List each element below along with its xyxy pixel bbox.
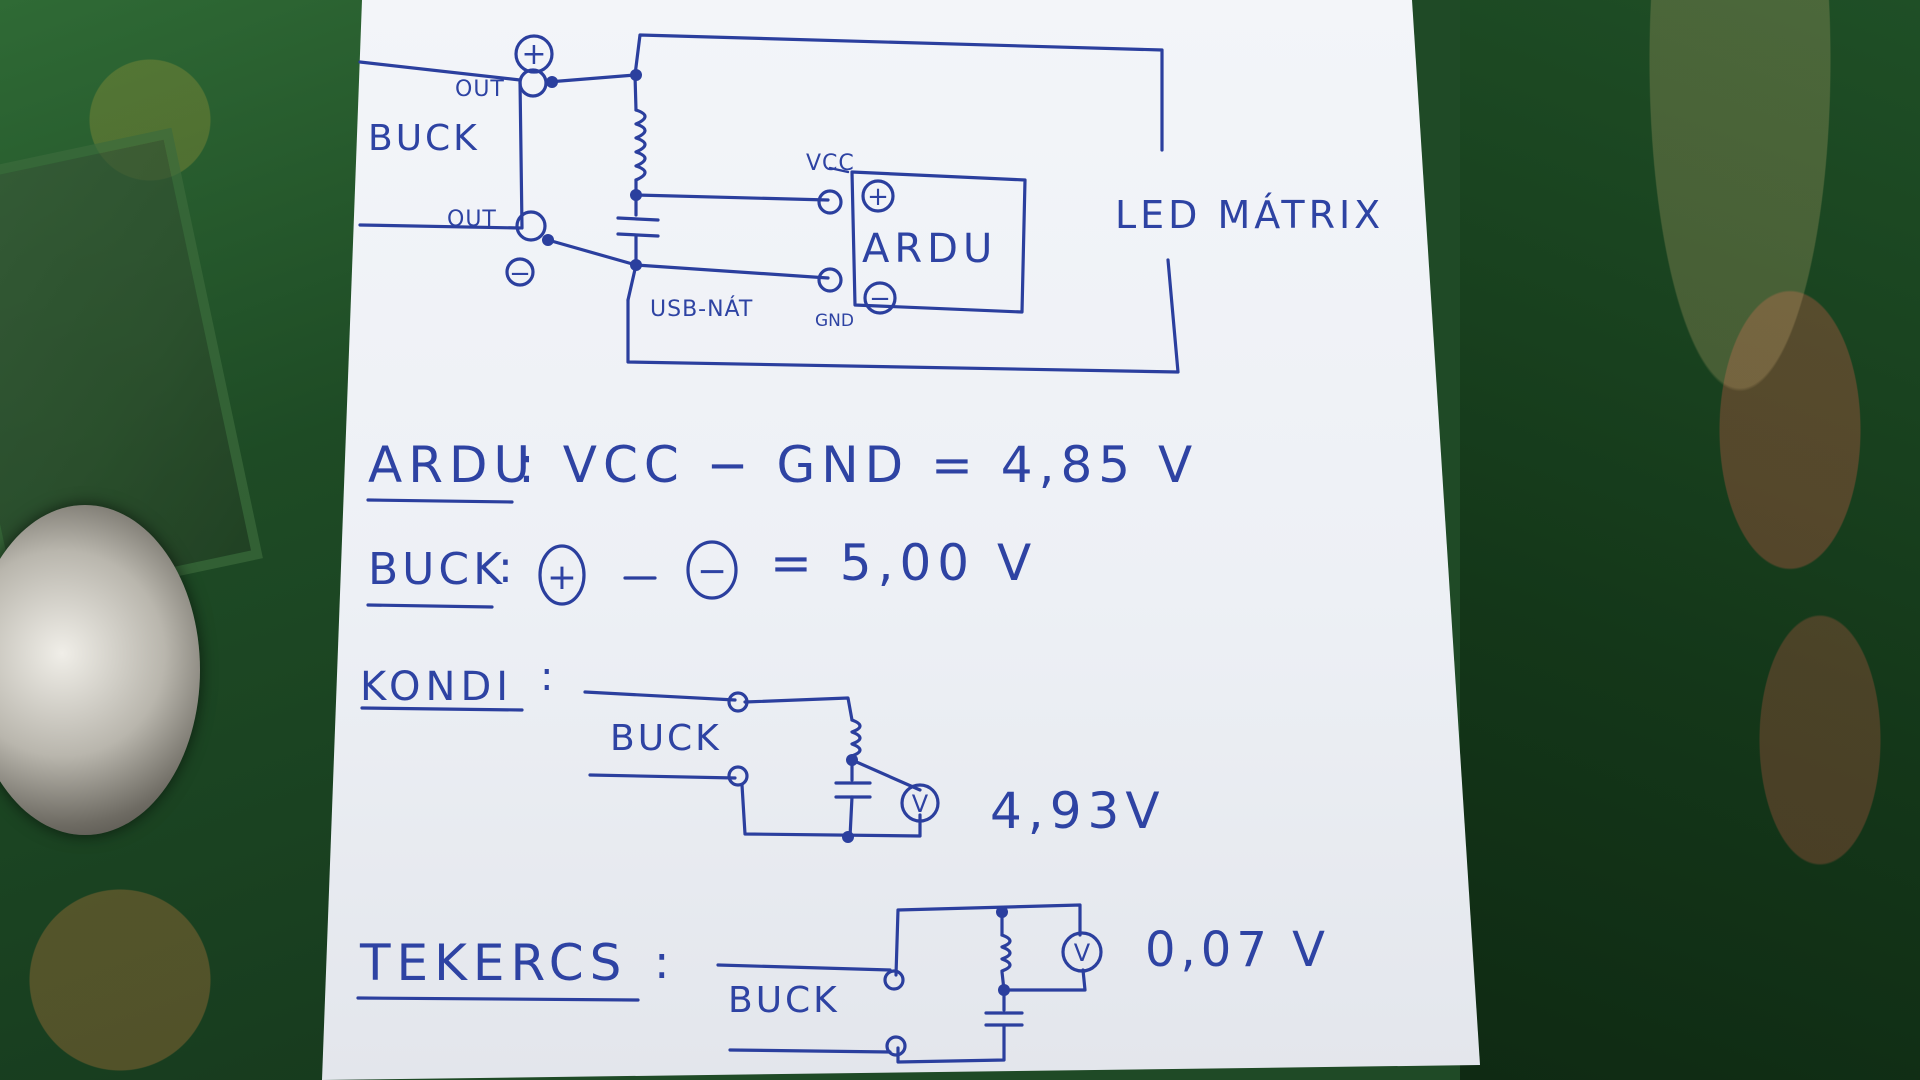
- plus-icon: [514, 34, 554, 74]
- vcc-label: VCC: [806, 151, 855, 176]
- plus-sign: +: [521, 37, 546, 72]
- buck-measure-colon: :: [498, 542, 513, 593]
- buck-plus-icon: [538, 544, 586, 606]
- tekercs-meter-label: V: [1074, 939, 1091, 967]
- ardu-plus-icon: [861, 179, 895, 213]
- ardu-measure-label: ARDU: [368, 436, 536, 494]
- buck-measure-label: BUCK: [368, 544, 506, 595]
- buck-measure-expr: = 5,00 V: [770, 534, 1037, 592]
- buck-plus-sign: +: [547, 557, 577, 598]
- out-plus-terminal: [518, 68, 548, 98]
- out-minus-terminal: [515, 210, 547, 242]
- gnd-label: GND: [815, 311, 854, 331]
- tekercs-circuit: [716, 903, 1103, 1064]
- minus-sign: −: [509, 259, 531, 289]
- ardu-label: ARDU: [862, 226, 997, 272]
- buck-minus-icon: [686, 540, 738, 600]
- tekercs-label: TEKERCS: [359, 934, 627, 992]
- tekercs-colon: :: [654, 935, 670, 989]
- buck-label: BUCK: [368, 118, 480, 159]
- kondi-circuit: [583, 690, 940, 839]
- voltmeter-icon: [900, 783, 940, 823]
- table-background-right: [1460, 0, 1920, 1080]
- kondi-meter-label: V: [912, 790, 929, 818]
- tekercs-reading: 0,07 V: [1145, 922, 1330, 978]
- ardu-minus-sign: −: [869, 284, 891, 314]
- usb-label: USB-NÁT: [650, 296, 753, 322]
- ardu-measure-expr: : VCC − GND = 4,85 V: [518, 436, 1198, 494]
- top-circuit-wiring: [358, 33, 1180, 374]
- kondi-colon: :: [540, 654, 553, 700]
- kondi-reading: 4,93V: [990, 782, 1166, 840]
- ardu-gnd-terminal: [817, 267, 843, 293]
- ardu-plus-sign: +: [867, 182, 889, 212]
- buck-minus-sign: −: [697, 551, 727, 592]
- tekercs-buck-label: BUCK: [728, 980, 840, 1021]
- ardu-vcc-terminal: [817, 189, 843, 215]
- paper-sheet: [322, 0, 1480, 1080]
- tekercs-voltmeter-icon: [1061, 931, 1103, 973]
- kondi-label: KONDI: [360, 664, 513, 710]
- led-matrix-label: LED MÁTRIX: [1115, 193, 1384, 237]
- ardu-minus-icon: [863, 281, 897, 315]
- out-plus-label: OUT: [455, 77, 505, 102]
- metal-knob: [0, 505, 200, 835]
- minus-icon: [505, 257, 535, 287]
- kondi-buck-label: BUCK: [610, 718, 722, 759]
- out-minus-label: OUT: [447, 207, 497, 232]
